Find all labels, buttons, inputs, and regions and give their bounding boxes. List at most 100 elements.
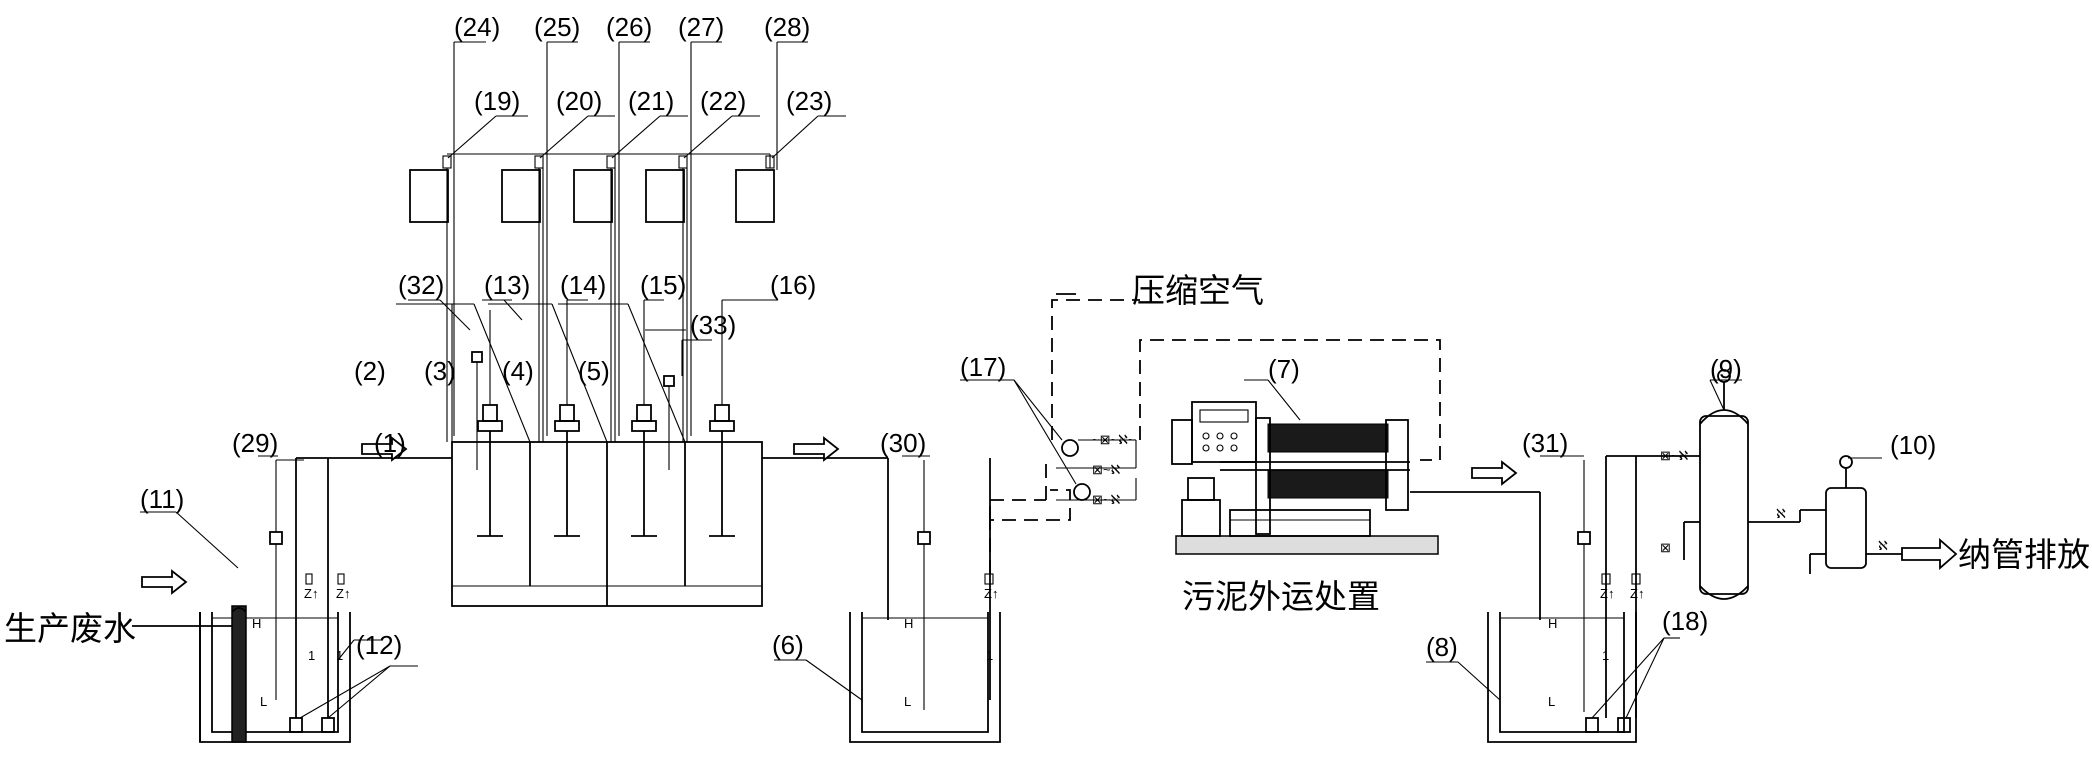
svg-text:⊠: ⊠ — [1660, 540, 1671, 555]
agitator-14 — [554, 404, 580, 537]
dosing-tank-19 — [409, 169, 449, 223]
feed-pump-17a — [1061, 439, 1079, 457]
sand-filter-9: ⊠ ℵ ⊠~ℵ — [1660, 369, 1800, 600]
dosing-tank-22 — [645, 169, 685, 223]
agitator-13 — [477, 404, 503, 537]
level-sensor-30 — [917, 531, 931, 545]
callout-15: (15) — [640, 270, 686, 300]
fine-filter-10: ℵ — [1799, 455, 1902, 574]
callout-3: (3) — [424, 356, 456, 386]
dosing-tanks — [409, 153, 775, 442]
level-high-8: H — [1548, 616, 1557, 631]
sensor-32 — [471, 351, 483, 363]
lower-leaders — [140, 379, 1882, 719]
agitator-16 — [709, 404, 735, 537]
sensor-33 — [663, 375, 675, 387]
callout-4: (4) — [502, 356, 534, 386]
callout-29: (29) — [232, 428, 278, 458]
callout-32: (32) — [398, 270, 444, 300]
dosing-tank-21 — [573, 169, 613, 223]
callout-13: (13) — [484, 270, 530, 300]
svg-text:⊠~ℵ: ⊠~ℵ — [1092, 462, 1120, 477]
filter-press-feed: ~⊠~ℵ~ ⊠~ℵ ⊠~ℵ — [989, 299, 1441, 574]
level-low-6: L — [904, 694, 911, 709]
flow-arrows — [132, 293, 1958, 627]
press-base — [1175, 535, 1439, 555]
level-low-8: L — [1548, 694, 1555, 709]
pump-12b — [321, 717, 335, 733]
clear-water-tank-8: Z↑ Z↑ 1 — [1487, 455, 1700, 743]
control-panel — [1191, 401, 1257, 463]
callout-12: (12) — [356, 630, 402, 660]
filter-vessel-9 — [1699, 415, 1749, 595]
filter-plates-lower — [1267, 469, 1389, 499]
level-low-1: L — [260, 694, 267, 709]
inlet-arrow — [141, 569, 188, 595]
flow-arrow-2 — [793, 436, 840, 462]
svg-text:Z↑: Z↑ — [336, 586, 350, 601]
callout-27: (27) — [678, 12, 724, 42]
filter-plates-upper — [1267, 423, 1389, 453]
dosing-tank-23 — [735, 169, 775, 223]
svg-text:1: 1 — [986, 648, 993, 663]
callout-7: (7) — [1268, 354, 1300, 384]
callout-16: (16) — [770, 270, 816, 300]
top-leaders — [447, 41, 846, 436]
svg-text:ℵ: ℵ — [1776, 506, 1786, 521]
pump-18a — [1585, 717, 1599, 733]
svg-text:1: 1 — [336, 648, 343, 663]
svg-text:Z↑: Z↑ — [1630, 586, 1644, 601]
callout-18: (18) — [1662, 606, 1708, 636]
svg-text:ℵ: ℵ — [1878, 538, 1888, 553]
filter-vessel-10 — [1825, 487, 1867, 569]
callout-11: (11) — [140, 484, 184, 514]
pump-18b — [1617, 717, 1631, 733]
callout-21: (21) — [628, 86, 674, 116]
reactor-tanks — [451, 351, 763, 607]
callout-1: (1) — [374, 428, 406, 458]
level-sensor-29 — [269, 531, 283, 545]
callout-33: (33) — [690, 310, 736, 340]
callout-23: (23) — [786, 86, 832, 116]
svg-text:Z↑: Z↑ — [1600, 586, 1614, 601]
callout-28: (28) — [764, 12, 810, 42]
agitator-15 — [631, 404, 657, 537]
label-compressed-air: 压缩空气 — [1132, 272, 1264, 309]
svg-text:1: 1 — [308, 648, 315, 663]
callout-31: (31) — [1522, 428, 1568, 458]
label-wastewater: 生产废水 — [4, 610, 136, 647]
callout-6: (6) — [772, 630, 804, 660]
svg-text:Z↑: Z↑ — [304, 586, 318, 601]
svg-text:⊠~ℵ: ⊠~ℵ — [1092, 492, 1120, 507]
sludge-tank-6: Z↑ 1 — [762, 457, 1001, 743]
callout-labels: (1) (2) (3) (4) (5) (6) (7) (8) (9) (10)… — [140, 12, 1936, 662]
level-sensor-31 — [1577, 531, 1591, 545]
callout-10: (10) — [1890, 430, 1936, 460]
label-discharge: 纳管排放 — [1958, 536, 2090, 573]
reactor-leaders — [396, 299, 778, 443]
callout-30: (30) — [880, 428, 926, 458]
level-high-6: H — [904, 616, 913, 631]
callout-25: (25) — [534, 12, 580, 42]
callout-8: (8) — [1426, 632, 1458, 662]
svg-text:1: 1 — [1602, 648, 1609, 663]
discharge-arrow — [1901, 538, 1958, 570]
label-sludge-disposal: 污泥外运处置 — [1182, 578, 1380, 615]
callout-5: (5) — [578, 356, 610, 386]
flow-arrow-3 — [1471, 460, 1518, 486]
svg-text:⊠~ℵ: ⊠~ℵ — [1660, 448, 1688, 463]
callout-22: (22) — [700, 86, 746, 116]
callout-14: (14) — [560, 270, 606, 300]
svg-text:Z↑: Z↑ — [984, 586, 998, 601]
level-high-1: H — [252, 616, 261, 631]
callout-20: (20) — [556, 86, 602, 116]
filter-press-7 — [1171, 401, 1439, 555]
callout-17: (17) — [960, 352, 1006, 382]
pump-12a — [289, 717, 303, 733]
flow-arrow-1 — [361, 436, 408, 462]
collection-tank-1: Z↑ Z↑ 1 1 — [199, 457, 452, 743]
dosing-tank-20 — [501, 169, 541, 223]
feed-pump-17b — [1073, 483, 1091, 501]
svg-text:~⊠~ℵ~: ~⊠~ℵ~ — [1092, 432, 1136, 447]
